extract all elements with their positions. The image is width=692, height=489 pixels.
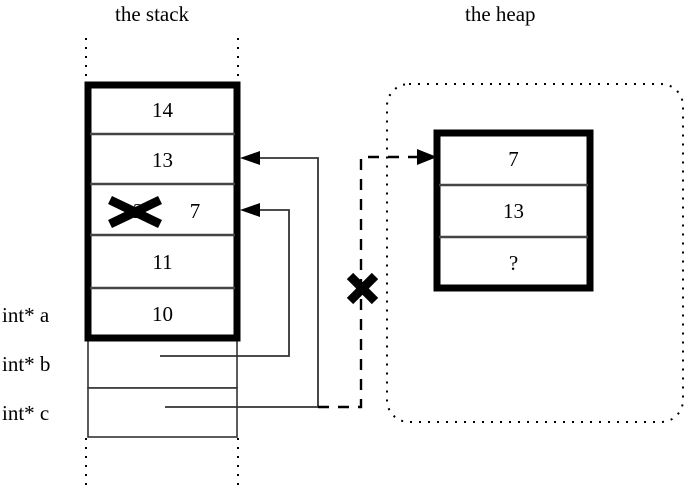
- stack-title: the stack: [115, 2, 190, 26]
- stack-cell-value-2-replacement: 7: [189, 199, 201, 223]
- variable-label-b: int* b: [2, 352, 51, 376]
- heap-cell-value-2: ?: [508, 251, 519, 275]
- stack-cell-value-3: 11: [152, 250, 173, 274]
- invalidated-heap-pointer: [318, 149, 437, 409]
- stack-var-cell-b: [87, 337, 238, 389]
- stack-var-cell-c: [87, 387, 238, 438]
- heap-block-outline: [433, 129, 594, 292]
- stack-cell-value-1: 13: [152, 148, 173, 172]
- heap-region-boundary: [386, 83, 684, 423]
- variable-label-a: int* a: [2, 303, 50, 327]
- heap-cell-value-1: 13: [503, 199, 524, 223]
- pointer-b-arrow: [160, 203, 290, 357]
- heap-cell-value-0: 7: [508, 147, 519, 171]
- pointer-c-arrow: [165, 151, 319, 408]
- heap-title: the heap: [465, 2, 536, 26]
- invalidated-pointer-x-mark: [346, 272, 379, 305]
- stack-cell-value-4: 10: [152, 302, 173, 326]
- stack-cell-value-2-struck: 12: [122, 199, 144, 223]
- stack-cell-value-0: 14: [152, 98, 173, 122]
- struck-value-x-mark: [108, 195, 162, 229]
- variable-label-c: int* c: [2, 401, 50, 425]
- stack-frame-outline: [84, 81, 241, 342]
